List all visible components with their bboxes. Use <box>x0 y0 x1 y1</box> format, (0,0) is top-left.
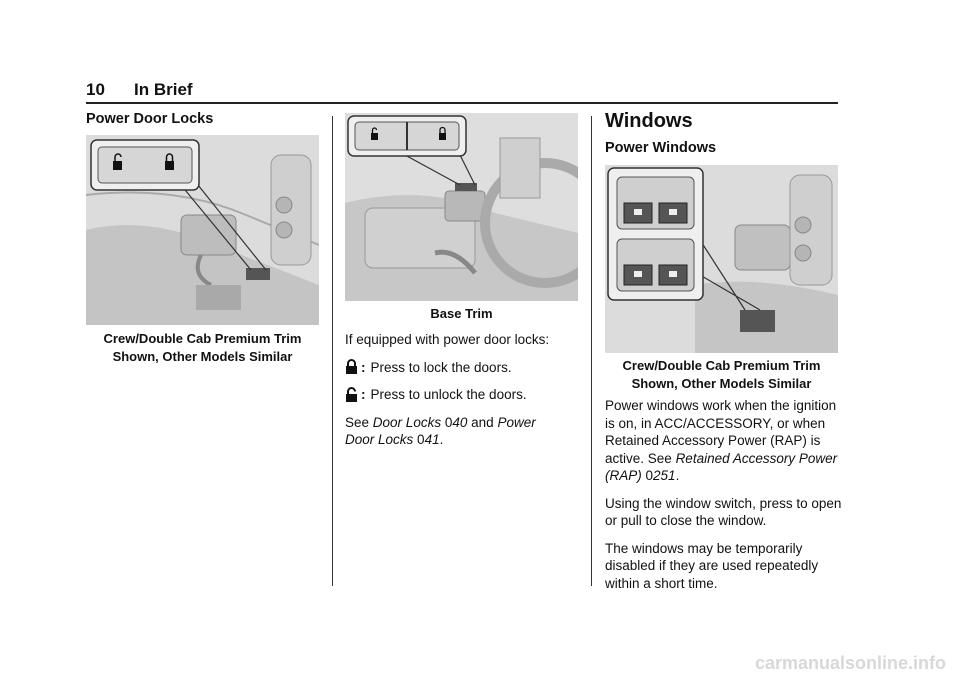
power-windows-para1: Power windows work when the ignition is … <box>605 397 845 485</box>
section-title: In Brief <box>134 80 193 99</box>
header-rule <box>86 102 838 104</box>
page-number: 10 <box>86 80 105 99</box>
period: . <box>675 468 680 483</box>
period: . <box>439 432 444 447</box>
column-divider-1 <box>332 116 333 586</box>
unlock-icon <box>346 386 357 402</box>
lock-intro: If equipped with power door locks: <box>345 332 550 347</box>
power-windows-illustration <box>605 165 838 353</box>
power-windows-heading: Power Windows <box>605 140 717 156</box>
see-label: See <box>345 414 370 430</box>
door-locks-link[interactable]: Door Locks <box>372 414 442 430</box>
figure-caption-line1: Crew/Double Cab Premium Trim <box>622 358 821 373</box>
windows-title: Windows <box>605 110 693 132</box>
lock-icon <box>346 359 357 375</box>
arrow-icon: 0 <box>444 414 453 430</box>
lock-text: Press to lock the doors. <box>370 359 512 375</box>
unlock-text: Press to unlock the doors. <box>370 387 527 402</box>
arrow-icon: 0 <box>417 432 425 447</box>
figure-caption-base-trim: Base Trim <box>430 306 493 321</box>
lock-instruction: : Press to lock the doors. <box>345 359 580 377</box>
column-divider-2 <box>591 116 592 586</box>
power-link-part1[interactable]: Power <box>497 414 536 430</box>
para1-text: Power windows work when the ignition is … <box>605 398 837 466</box>
lock-colon: : <box>361 359 366 375</box>
figure-caption-line2: Shown, Other Models Similar <box>631 376 812 391</box>
rap-link[interactable]: Retained Accessory Power (RAP) <box>605 450 838 484</box>
power-door-locks-heading: Power Door Locks <box>86 111 214 127</box>
arrow-icon: 0 <box>645 468 654 483</box>
see-references: See Door Locks 040 and Power Door Locks … <box>345 414 580 449</box>
door-lock-premium-illustration <box>86 135 319 325</box>
power-windows-para2: Using the window switch, press to open o… <box>605 495 842 529</box>
rap-page[interactable]: 251 <box>653 468 676 483</box>
power-windows-para3: The windows may be temporarily disabled … <box>605 540 819 591</box>
figure-caption-line1: Crew/Double Cab Premium Trim <box>103 331 302 346</box>
door-lock-base-illustration <box>345 113 578 301</box>
power-door-locks-link[interactable]: Door Locks <box>345 432 414 447</box>
unlock-colon: : <box>361 387 366 402</box>
unlock-instruction: : Press to unlock the doors. <box>345 386 580 404</box>
power-door-locks-page[interactable]: 41 <box>424 432 440 447</box>
door-locks-page[interactable]: 40 <box>452 414 468 430</box>
and-label: and <box>471 414 494 430</box>
watermark: carmanualsonline.info <box>754 653 946 673</box>
figure-caption-line2: Shown, Other Models Similar <box>112 349 293 364</box>
